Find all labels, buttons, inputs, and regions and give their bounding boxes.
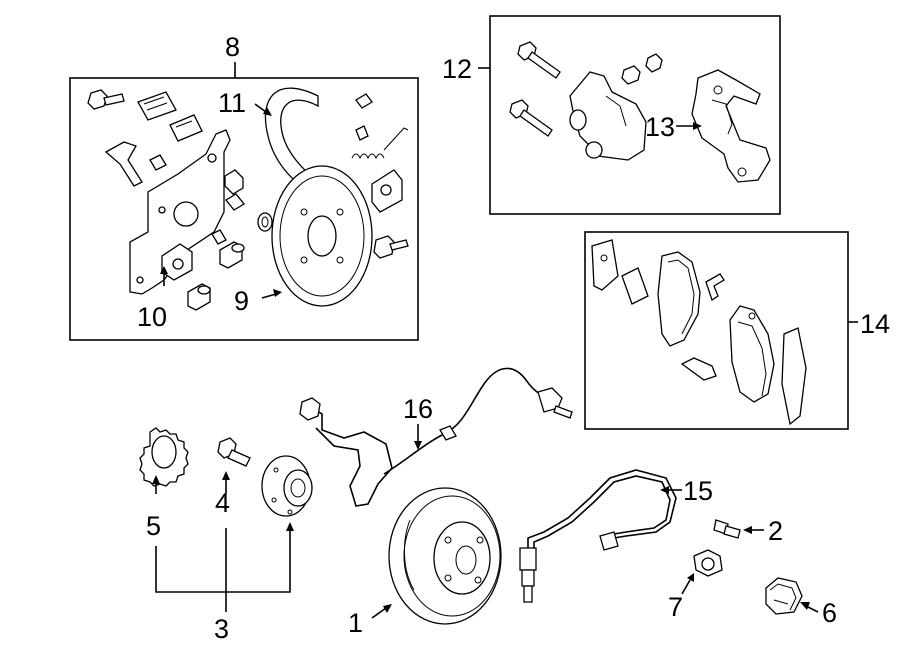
clip-icon xyxy=(169,114,203,142)
shim-icon xyxy=(781,327,807,426)
bolt-icon xyxy=(373,235,409,259)
hub-bolt-icon xyxy=(217,437,251,467)
bushing-icon xyxy=(219,241,245,269)
bleeder-icon xyxy=(621,65,641,85)
callout-4: 4 xyxy=(215,488,230,518)
brake-pad-icon xyxy=(657,251,701,347)
callout-9: 9 xyxy=(234,286,249,316)
clip-icon xyxy=(705,273,725,302)
caliper-icon xyxy=(569,71,647,161)
callout-3-bracket xyxy=(155,530,291,593)
lever-icon xyxy=(104,141,143,187)
callout-15: 15 xyxy=(683,476,713,506)
callout-10: 10 xyxy=(137,302,167,332)
hub-assembly-icon xyxy=(261,455,313,517)
callout-6: 6 xyxy=(822,598,837,628)
callout-1: 1 xyxy=(348,608,363,638)
callout-7: 7 xyxy=(668,592,683,622)
parking-brake-box: 8 10 xyxy=(69,32,419,341)
rotor-screw-icon xyxy=(713,519,741,539)
clip-icon xyxy=(680,357,717,381)
callout-8: 8 xyxy=(225,32,240,62)
brake-pad-box: 14 xyxy=(584,231,890,430)
brake-rotor-icon xyxy=(388,487,502,625)
guide-pin-icon xyxy=(509,99,553,137)
guide-pin-icon xyxy=(517,41,561,79)
callout-5: 5 xyxy=(146,511,161,541)
shim-icon xyxy=(591,239,619,291)
callout-2: 2 xyxy=(768,516,783,546)
caliper-box: 12 13 xyxy=(442,15,781,215)
callout-12: 12 xyxy=(442,54,472,84)
backing-plate-icon xyxy=(271,165,373,307)
callout-16: 16 xyxy=(403,394,433,424)
callout-11: 11 xyxy=(218,88,246,118)
bushing-icon xyxy=(187,283,211,311)
axle-nut-icon xyxy=(693,549,723,577)
callout-3: 3 xyxy=(214,614,229,644)
bracket-plate xyxy=(129,129,231,295)
brake-pad-icon xyxy=(729,305,775,403)
tone-ring-icon xyxy=(139,427,189,487)
caliper-support-icon xyxy=(691,69,771,183)
bolt-icon xyxy=(87,89,125,110)
callout-13: 13 xyxy=(645,112,675,142)
shim-icon xyxy=(621,267,649,305)
brake-hose-icon xyxy=(519,469,677,603)
spring-icon xyxy=(351,153,385,160)
callout-14: 14 xyxy=(860,309,890,339)
adjuster-icon xyxy=(161,243,193,281)
dust-cap-icon xyxy=(765,577,803,615)
abs-sensor-wire-icon xyxy=(299,367,573,507)
